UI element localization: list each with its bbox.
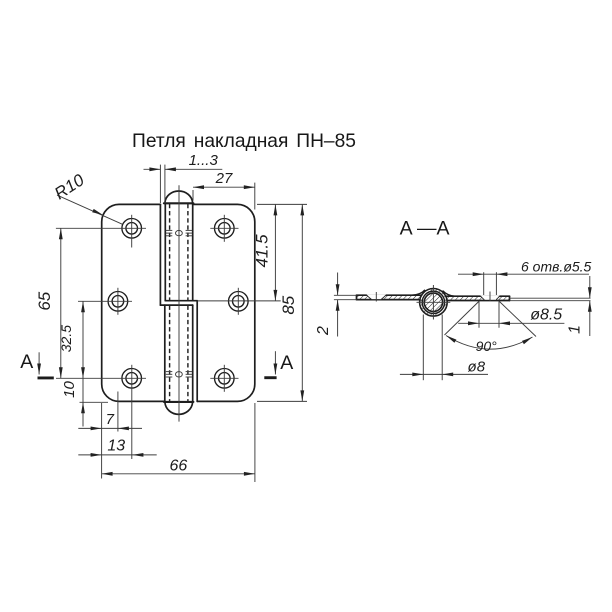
- svg-text:41.5: 41.5: [252, 234, 271, 268]
- svg-text:2: 2: [315, 326, 332, 336]
- svg-text:66: 66: [170, 457, 188, 474]
- svg-text:A: A: [280, 352, 293, 374]
- svg-text:32.5: 32.5: [58, 325, 74, 352]
- svg-text:ø8: ø8: [468, 358, 486, 375]
- svg-text:1...3: 1...3: [189, 152, 219, 169]
- svg-text:27: 27: [215, 170, 233, 187]
- svg-text:A —A: A —A: [400, 218, 450, 240]
- svg-text:7: 7: [106, 411, 115, 428]
- svg-text:90°: 90°: [476, 338, 498, 354]
- svg-text:6 отв.ø5.5: 6 отв.ø5.5: [521, 258, 592, 274]
- svg-text:13: 13: [107, 438, 125, 455]
- svg-text:10: 10: [61, 381, 78, 398]
- svg-text:65: 65: [35, 291, 54, 310]
- svg-text:Петля накладная ПН–85: Петля накладная ПН–85: [132, 131, 356, 152]
- svg-text:1: 1: [567, 325, 584, 334]
- svg-text:A: A: [20, 351, 33, 373]
- svg-text:ø8.5: ø8.5: [530, 307, 562, 324]
- svg-text:85: 85: [279, 295, 298, 314]
